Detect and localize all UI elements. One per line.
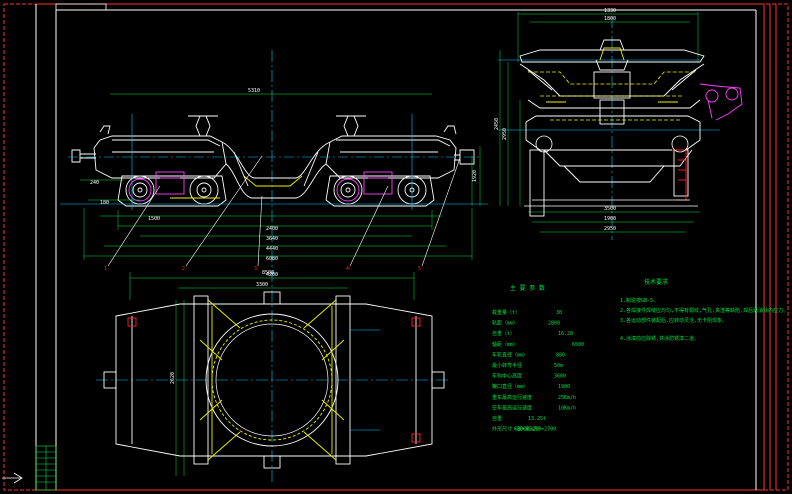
tech-row-label: 自重（t） bbox=[492, 330, 515, 337]
tech-row-label: 车轮直径（mm） bbox=[492, 351, 528, 358]
title-block-left bbox=[35, 445, 57, 491]
dim-label-9: 1920 bbox=[472, 170, 478, 182]
tech-row-value: 13.25t bbox=[528, 416, 546, 422]
drawing-frame bbox=[2, 3, 789, 491]
tech-row-value: 25Km/h bbox=[558, 395, 576, 401]
tech-table-rows: 载重量（t） 30 轨距（mm） 2800 自重（t） 16.20 轴距（mm） 6500 车轮… bbox=[492, 309, 584, 433]
end-dim-1: 1330 bbox=[604, 8, 616, 14]
tech-row-label: 轨距（mm） bbox=[492, 320, 518, 327]
plan-dim-2: 3300 bbox=[256, 282, 268, 288]
tech-row-value: 880 bbox=[556, 352, 565, 358]
end-dim-4: 2950 bbox=[502, 128, 508, 140]
technical-notes: 技术要求 1.制造按GB-5. 2.各焊接件焊缝应均匀,不得有裂纹,气孔,夹渣等… bbox=[620, 278, 788, 342]
end-dim-3: 2450 bbox=[494, 118, 500, 130]
end-dim-7: 2950 bbox=[604, 226, 616, 232]
tech-row-label: 空车最高运行速度 bbox=[492, 404, 532, 411]
ucs-arrow-icon bbox=[2, 472, 23, 484]
tech-row-label: 轴距（mm） bbox=[492, 341, 518, 348]
end-dim-2: 1800 bbox=[604, 16, 616, 22]
plan-dim-1: 4200 bbox=[266, 272, 278, 278]
end-view: 1330 1800 2450 2950 3500 1900 2950 bbox=[494, 8, 743, 240]
plan-view: 4200 3300 2620 bbox=[96, 270, 450, 485]
tech-row-label: 重车最高运行速度 bbox=[492, 394, 532, 401]
tech-row-value: 6500 bbox=[572, 342, 584, 348]
balloon-3: 3 bbox=[254, 266, 257, 272]
end-dim-5: 3500 bbox=[604, 206, 616, 212]
tech-table-title: 主 要 参 数 bbox=[510, 284, 545, 292]
balloon-2: 2 bbox=[182, 266, 185, 272]
tech-parameters-table: 主 要 参 数 载重量（t） 30 轨距（mm） 2800 自重（t） 16.20 轴距（m… bbox=[492, 284, 584, 433]
side-elevation-view: 5310 240 180 1500 2400 3640 4440 6080 85… bbox=[60, 50, 488, 276]
note-4: 4.涂漆前应除锈,并涂防锈漆二道。 bbox=[620, 335, 699, 342]
dim-label-7: 6080 bbox=[266, 256, 278, 262]
dim-label-1: 240 bbox=[90, 180, 99, 186]
tech-row-label: 外形尺寸（长×宽×高） bbox=[492, 426, 543, 433]
dim-label-2: 180 bbox=[100, 200, 109, 206]
note-1: 1.制造按GB-5. bbox=[620, 297, 656, 304]
tech-row-value: 1900 bbox=[558, 384, 570, 390]
tech-row-value: 2800 bbox=[548, 321, 560, 327]
tech-row-value: 10Km/h bbox=[558, 405, 576, 411]
dim-label-5: 3640 bbox=[266, 236, 278, 242]
tech-row-label: 最小转弯半径 bbox=[492, 362, 522, 369]
dim-label-6: 4440 bbox=[266, 246, 278, 252]
tech-row-value: 6800×3250×2700 bbox=[514, 427, 556, 433]
dim-top-label: 5310 bbox=[248, 88, 260, 94]
balloon-4: 4 bbox=[346, 266, 349, 272]
note-2: 2.各焊接件焊缝应均匀,不得有裂纹,气孔,夹渣等缺陷,焊后需消除内应力。 bbox=[620, 307, 788, 314]
tech-row-value: 50m bbox=[554, 363, 563, 369]
tech-row-label: 罐口直径（mm） bbox=[492, 383, 528, 390]
note-3: 3.各运动部件装配后,应转动灵活,无卡阻现象。 bbox=[620, 317, 727, 324]
tech-row-value: 30 bbox=[556, 310, 562, 316]
tech-row-label: 车钩中心高度 bbox=[492, 373, 522, 380]
tech-row-label: 自重 bbox=[492, 415, 502, 422]
tech-row-value: 3600 bbox=[554, 374, 566, 380]
end-dim-6: 1900 bbox=[604, 216, 616, 222]
balloon-1: 1 bbox=[104, 266, 107, 272]
dim-label-4: 2400 bbox=[266, 226, 278, 232]
plan-dim-3: 2620 bbox=[170, 372, 176, 384]
tech-row-value: 16.20 bbox=[558, 331, 573, 337]
balloon-5: 5 bbox=[418, 266, 421, 272]
dim-label-3: 1500 bbox=[148, 216, 160, 222]
notes-title: 技术要求 bbox=[644, 278, 668, 286]
dim-label-8: 8500 bbox=[262, 270, 274, 276]
tech-row-label: 载重量（t） bbox=[492, 309, 520, 316]
